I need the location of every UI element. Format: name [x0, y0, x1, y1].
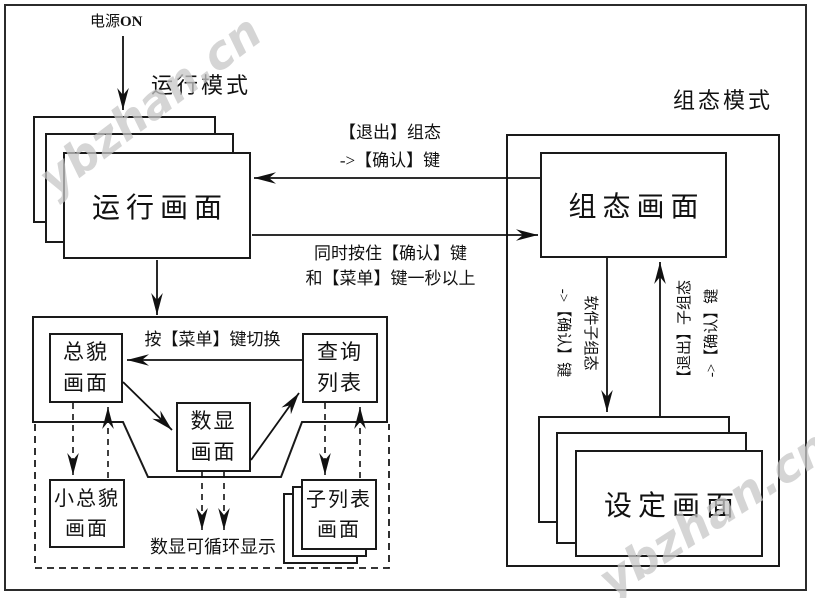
- enter-config-line1: 同时按住【确认】键: [314, 244, 467, 263]
- small-overview-screen-box: 小总貌 画面: [49, 479, 125, 548]
- digital-display-label-line2: 画面: [190, 440, 237, 464]
- digital-display-label-line1: 数显: [190, 409, 237, 433]
- overview-screen-box: 总貌 画面: [49, 333, 123, 403]
- digital-display-screen-box: 数显 画面: [176, 402, 251, 472]
- small-overview-label-line1: 小总貌: [54, 487, 120, 510]
- enter-sub-config-line2: ->【确认】键: [555, 288, 571, 378]
- run-mode-label: 运行模式: [151, 73, 252, 98]
- exit-sub-config-label: 【退出】子组态 ->【确认】键: [672, 279, 726, 385]
- digital-cycle-label: 数显可循环显示: [150, 537, 276, 557]
- enter-config-transition-label: 同时按住【确认】键 和【菜单】键一秒以上: [283, 241, 498, 291]
- power-on-label: 电源ON: [90, 10, 143, 31]
- exit-config-transition-label: 【退出】组态 ->【确认】键: [295, 119, 485, 175]
- exit-config-line1: 【退出】组态: [339, 123, 441, 142]
- enter-config-line2: 和【菜单】键一秒以上: [305, 269, 476, 288]
- config-screen-label: 组态画面: [568, 192, 705, 223]
- exit-config-line2: ->【确认】键: [339, 151, 441, 170]
- power-on-prefix: 电源: [90, 14, 121, 30]
- sublist-screen-box: 子列表 画面: [301, 479, 377, 550]
- diagram-outer-border: [4, 4, 807, 591]
- config-screen-box: 组态画面: [540, 152, 727, 258]
- enter-sub-config-line1: 软件子组态: [582, 295, 598, 371]
- query-list-label-line2: 列表: [317, 371, 363, 395]
- sublist-label-line1: 子列表: [306, 488, 372, 511]
- overview-screen-label-line2: 画面: [63, 371, 109, 395]
- menu-switch-label: 按【菜单】键切换: [144, 330, 281, 349]
- run-screen-box: 运行画面: [63, 152, 251, 259]
- power-on-bold: ON: [120, 14, 143, 30]
- setting-screen-label: 设定画面: [603, 490, 740, 522]
- overview-screen-label-line1: 总貌: [63, 340, 109, 364]
- query-list-screen-box: 查询 列表: [302, 333, 378, 403]
- exit-sub-config-line1: 【退出】子组态: [677, 279, 693, 385]
- config-mode-label: 组态模式: [673, 88, 774, 113]
- sublist-label-line2: 画面: [317, 518, 361, 541]
- enter-sub-config-label: 软件子组态 ->【确认】键: [549, 281, 603, 385]
- small-overview-label-line2: 画面: [65, 517, 109, 540]
- query-list-label-line1: 查询: [317, 340, 363, 364]
- exit-sub-config-line2: ->【确认】键: [704, 288, 720, 378]
- run-screen-label: 运行画面: [91, 192, 228, 224]
- setting-screen-box: 设定画面: [575, 450, 763, 557]
